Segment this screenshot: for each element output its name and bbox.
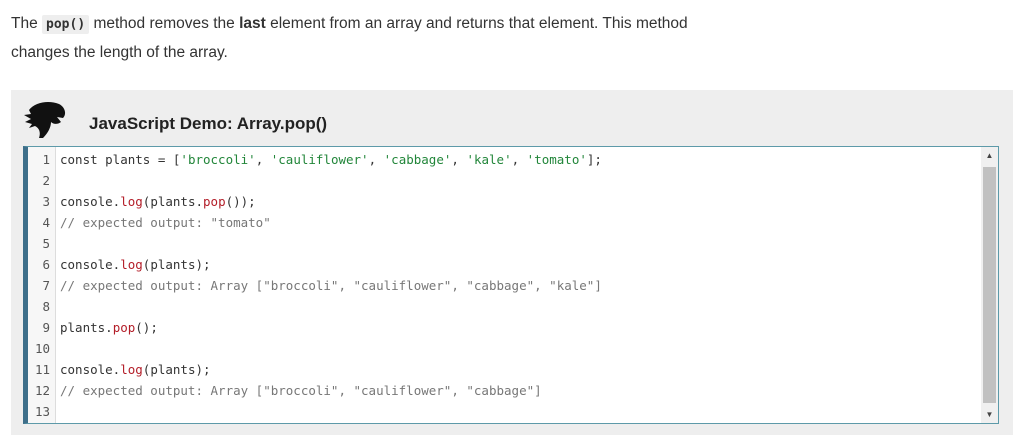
code-text [55, 338, 60, 359]
line-number-gutter [28, 147, 56, 423]
scroll-down-arrow-icon[interactable]: ▼ [985, 410, 994, 419]
code-line[interactable]: 9 plants.pop(); [28, 317, 978, 338]
line-number: 13 [34, 404, 50, 419]
code-line[interactable]: 8 [28, 296, 978, 317]
code-line[interactable]: 2 [28, 170, 978, 191]
line-number: 6 [42, 257, 50, 272]
code-token: , [511, 152, 527, 167]
code-token: 'kale' [466, 152, 512, 167]
code-token: (plants); [142, 257, 211, 272]
vertical-scrollbar[interactable]: ▲ ▼ [981, 147, 998, 423]
code-token: log [120, 194, 143, 209]
code-token: // expected output: Array ["broccoli", "… [60, 278, 602, 293]
code-line[interactable]: 4 // expected output: "tomato" [28, 212, 978, 233]
line-number: 1 [42, 152, 50, 167]
code-lines[interactable]: 1 const plants = ['broccoli', 'cauliflowe… [28, 149, 978, 422]
code-token: , [368, 152, 384, 167]
code-text [55, 401, 60, 422]
line-number: 2 [42, 173, 50, 188]
code-token: , [255, 152, 271, 167]
code-editor[interactable]: 1 const plants = ['broccoli', 'cauliflowe… [23, 146, 999, 424]
code-text: // expected output: Array ["broccoli", "… [55, 380, 542, 401]
code-token: , [451, 152, 467, 167]
line-number: 5 [42, 236, 50, 251]
code-line[interactable]: 11 console.log(plants); [28, 359, 978, 380]
code-text: plants.pop(); [55, 317, 158, 338]
line-number: 8 [42, 299, 50, 314]
code-token: (plants); [142, 362, 211, 377]
dinosaur-logo-icon [24, 102, 66, 138]
method-code: pop() [42, 15, 90, 34]
code-token: console. [60, 257, 121, 272]
intro-prefix: The [11, 15, 43, 32]
line-number: 4 [42, 215, 50, 230]
interactive-demo: JavaScript Demo: Array.pop() 1 const plan… [11, 90, 1013, 435]
line-number: 10 [34, 341, 50, 356]
code-token: ()); [225, 194, 256, 209]
demo-header: JavaScript Demo: Array.pop() [23, 100, 327, 140]
code-token: (plants. [142, 194, 204, 209]
code-line[interactable]: 10 [28, 338, 978, 359]
code-line[interactable]: 7 // expected output: Array ["broccoli", … [28, 275, 978, 296]
code-text: console.log(plants); [55, 254, 211, 275]
code-line[interactable]: 1 const plants = ['broccoli', 'cauliflowe… [28, 149, 978, 170]
line-number: 9 [42, 320, 50, 335]
code-text: const plants = ['broccoli', 'cauliflower… [55, 149, 602, 170]
code-token: (); [135, 320, 158, 335]
code-token: console. [60, 362, 121, 377]
code-text [55, 296, 60, 317]
scrollbar-thumb[interactable] [983, 167, 996, 403]
intro-bold: last [239, 15, 266, 32]
code-token: log [120, 257, 143, 272]
code-token: 'broccoli' [180, 152, 256, 167]
scroll-up-arrow-icon[interactable]: ▲ [985, 151, 994, 160]
code-text: // expected output: Array ["broccoli", "… [55, 275, 602, 296]
code-token: 'tomato' [526, 152, 587, 167]
code-token: 'cauliflower' [270, 152, 369, 167]
line-number: 11 [34, 362, 50, 377]
code-token: // expected output: Array ["broccoli", "… [60, 383, 542, 398]
code-text [55, 233, 60, 254]
description-paragraph: The pop() method removes the last elemen… [11, 10, 691, 67]
intro-middle: method removes the [89, 15, 240, 32]
code-text: console.log(plants); [55, 359, 211, 380]
code-text [55, 170, 60, 191]
code-line[interactable]: 12 // expected output: Array ["broccoli",… [28, 380, 978, 401]
code-token: plants. [60, 320, 113, 335]
demo-title: JavaScript Demo: Array.pop() [89, 114, 328, 133]
code-token: 'cabbage' [383, 152, 452, 167]
line-number: 3 [42, 194, 50, 209]
line-number: 7 [42, 278, 50, 293]
code-line[interactable]: 13 [28, 401, 978, 422]
code-token: ]; [586, 152, 602, 167]
code-line[interactable]: 6 console.log(plants); [28, 254, 978, 275]
code-text: console.log(plants.pop()); [55, 191, 256, 212]
code-token: // expected output: "tomato" [60, 215, 271, 230]
code-line[interactable]: 3 console.log(plants.pop()); [28, 191, 978, 212]
code-text: // expected output: "tomato" [55, 212, 271, 233]
code-token: pop [203, 194, 226, 209]
code-token: const plants = [ [60, 152, 181, 167]
line-number: 12 [34, 383, 50, 398]
code-line[interactable]: 5 [28, 233, 978, 254]
code-token: log [120, 362, 143, 377]
intro-suffix: element from an array and returns that e… [11, 15, 688, 61]
code-token: pop [112, 320, 136, 335]
code-token: console. [60, 194, 121, 209]
